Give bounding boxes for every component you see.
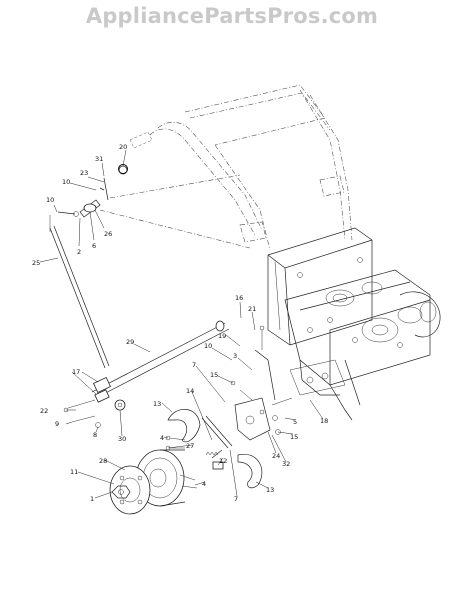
- callout-6: 6: [92, 242, 96, 250]
- callout-13: 13: [266, 486, 274, 494]
- callout-15: 15: [210, 371, 218, 379]
- callout-12: 12: [219, 457, 227, 465]
- callout-25: 25: [32, 259, 40, 267]
- callout-1: 1: [90, 495, 94, 503]
- callout-5: 5: [293, 418, 297, 426]
- callout-31: 31: [95, 155, 103, 163]
- callout-9: 9: [55, 420, 59, 428]
- callout-19: 19: [218, 332, 226, 340]
- callout-32: 32: [282, 460, 290, 468]
- callout-22: 22: [40, 407, 48, 415]
- callout-23: 23: [80, 169, 88, 177]
- callout-7: 7: [234, 495, 238, 503]
- callout-18: 18: [320, 417, 328, 425]
- watermark: AppliancePartsPros.com: [85, 4, 379, 28]
- callout-24: 24: [272, 452, 280, 460]
- callout-29: 29: [126, 338, 134, 346]
- callout-4: 4: [202, 480, 206, 488]
- callout-10: 10: [204, 342, 212, 350]
- control-rod: [49, 215, 110, 369]
- callout-10: 10: [62, 178, 70, 186]
- callout-4: 4: [160, 434, 164, 442]
- callout-28: 28: [99, 457, 107, 465]
- wheel-hub-drum: [95, 435, 198, 515]
- callout-7: 7: [192, 361, 196, 369]
- callout-11: 11: [70, 468, 78, 476]
- frame-chassis: [267, 227, 441, 421]
- callout-27: 27: [186, 442, 194, 450]
- callout-16: 16: [235, 294, 243, 302]
- main-shaft: [63, 320, 230, 428]
- callout-8: 8: [93, 431, 97, 439]
- callout-17: 17: [72, 368, 80, 376]
- callout-21: 21: [248, 305, 256, 313]
- upper-linkage: [57, 165, 128, 218]
- callout-labels: 20 31 23 10 10 2 6 26 25 16 21 19 29 10 …: [32, 143, 328, 503]
- brake-assembly: [167, 325, 293, 489]
- leader-lines: [39, 149, 324, 499]
- callout-26: 26: [104, 230, 112, 238]
- callout-2: 2: [77, 248, 81, 256]
- callout-13: 13: [153, 400, 161, 408]
- callout-20: 20: [119, 143, 127, 151]
- callout-15: 15: [290, 433, 298, 441]
- handle-phantom: [99, 84, 353, 251]
- callout-10: 10: [46, 196, 54, 204]
- callout-30: 30: [118, 435, 126, 443]
- callout-14: 14: [186, 387, 194, 395]
- callout-3: 3: [233, 352, 237, 360]
